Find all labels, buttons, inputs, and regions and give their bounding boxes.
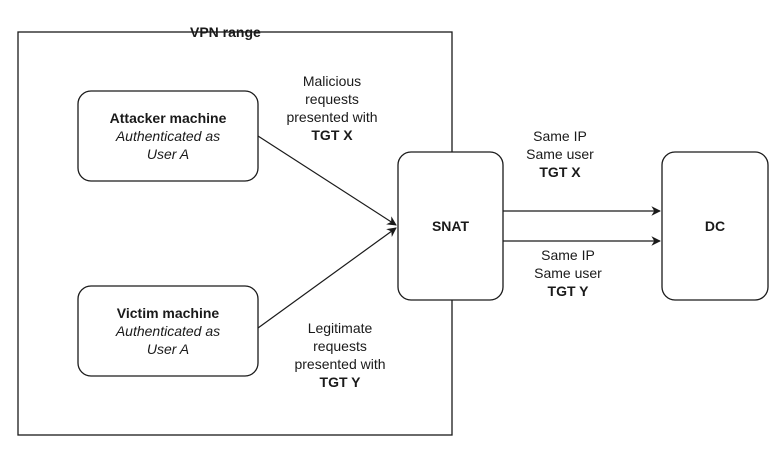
attacker-auth-line1: Authenticated as xyxy=(115,128,221,144)
snat-dc-y-ticket: TGT Y xyxy=(547,283,589,299)
dc-node xyxy=(661,151,769,301)
legitimate-line2: requests xyxy=(313,338,367,354)
snat-node xyxy=(397,151,504,301)
snat-dc-x-label: Same IP Same user TGT X xyxy=(510,127,610,181)
attacker-machine-label: Attacker machine Authenticated as User A xyxy=(78,91,258,181)
snat-dc-x-line1: Same IP xyxy=(533,128,587,144)
victim-machine-node xyxy=(77,285,259,377)
dc-label: DC xyxy=(704,218,726,234)
legitimate-ticket: TGT Y xyxy=(319,374,361,390)
malicious-line1: Malicious xyxy=(302,73,362,89)
malicious-line2: requests xyxy=(305,91,359,107)
snat-label: SNAT xyxy=(431,218,470,234)
victim-auth-line2: User A xyxy=(146,341,190,357)
attacker-machine-title: Attacker machine xyxy=(109,110,227,126)
snat-dc-y-line1: Same IP xyxy=(541,247,595,263)
malicious-ticket: TGT X xyxy=(311,127,353,143)
malicious-line3: presented with xyxy=(286,109,378,125)
legitimate-line1: Legitimate xyxy=(307,320,373,336)
vpn-range-title: VPN range xyxy=(190,24,261,40)
snat-dc-y-line2: Same user xyxy=(534,265,602,281)
victim-auth-line1: Authenticated as xyxy=(115,323,221,339)
legitimate-requests-label: Legitimate requests presented with TGT Y xyxy=(280,319,400,391)
edge-victim-to-snat xyxy=(257,227,397,329)
snat-dc-x-line2: Same user xyxy=(526,146,594,162)
malicious-requests-label: Malicious requests presented with TGT X xyxy=(272,72,392,144)
attacker-auth-line2: User A xyxy=(146,146,190,162)
legitimate-line3: presented with xyxy=(294,356,386,372)
edge-attacker-to-snat xyxy=(257,135,397,226)
snat-dc-y-label: Same IP Same user TGT Y xyxy=(518,246,618,300)
victim-machine-label: Victim machine Authenticated as User A xyxy=(78,286,258,376)
victim-machine-title: Victim machine xyxy=(116,305,220,321)
snat-dc-x-ticket: TGT X xyxy=(539,164,581,180)
